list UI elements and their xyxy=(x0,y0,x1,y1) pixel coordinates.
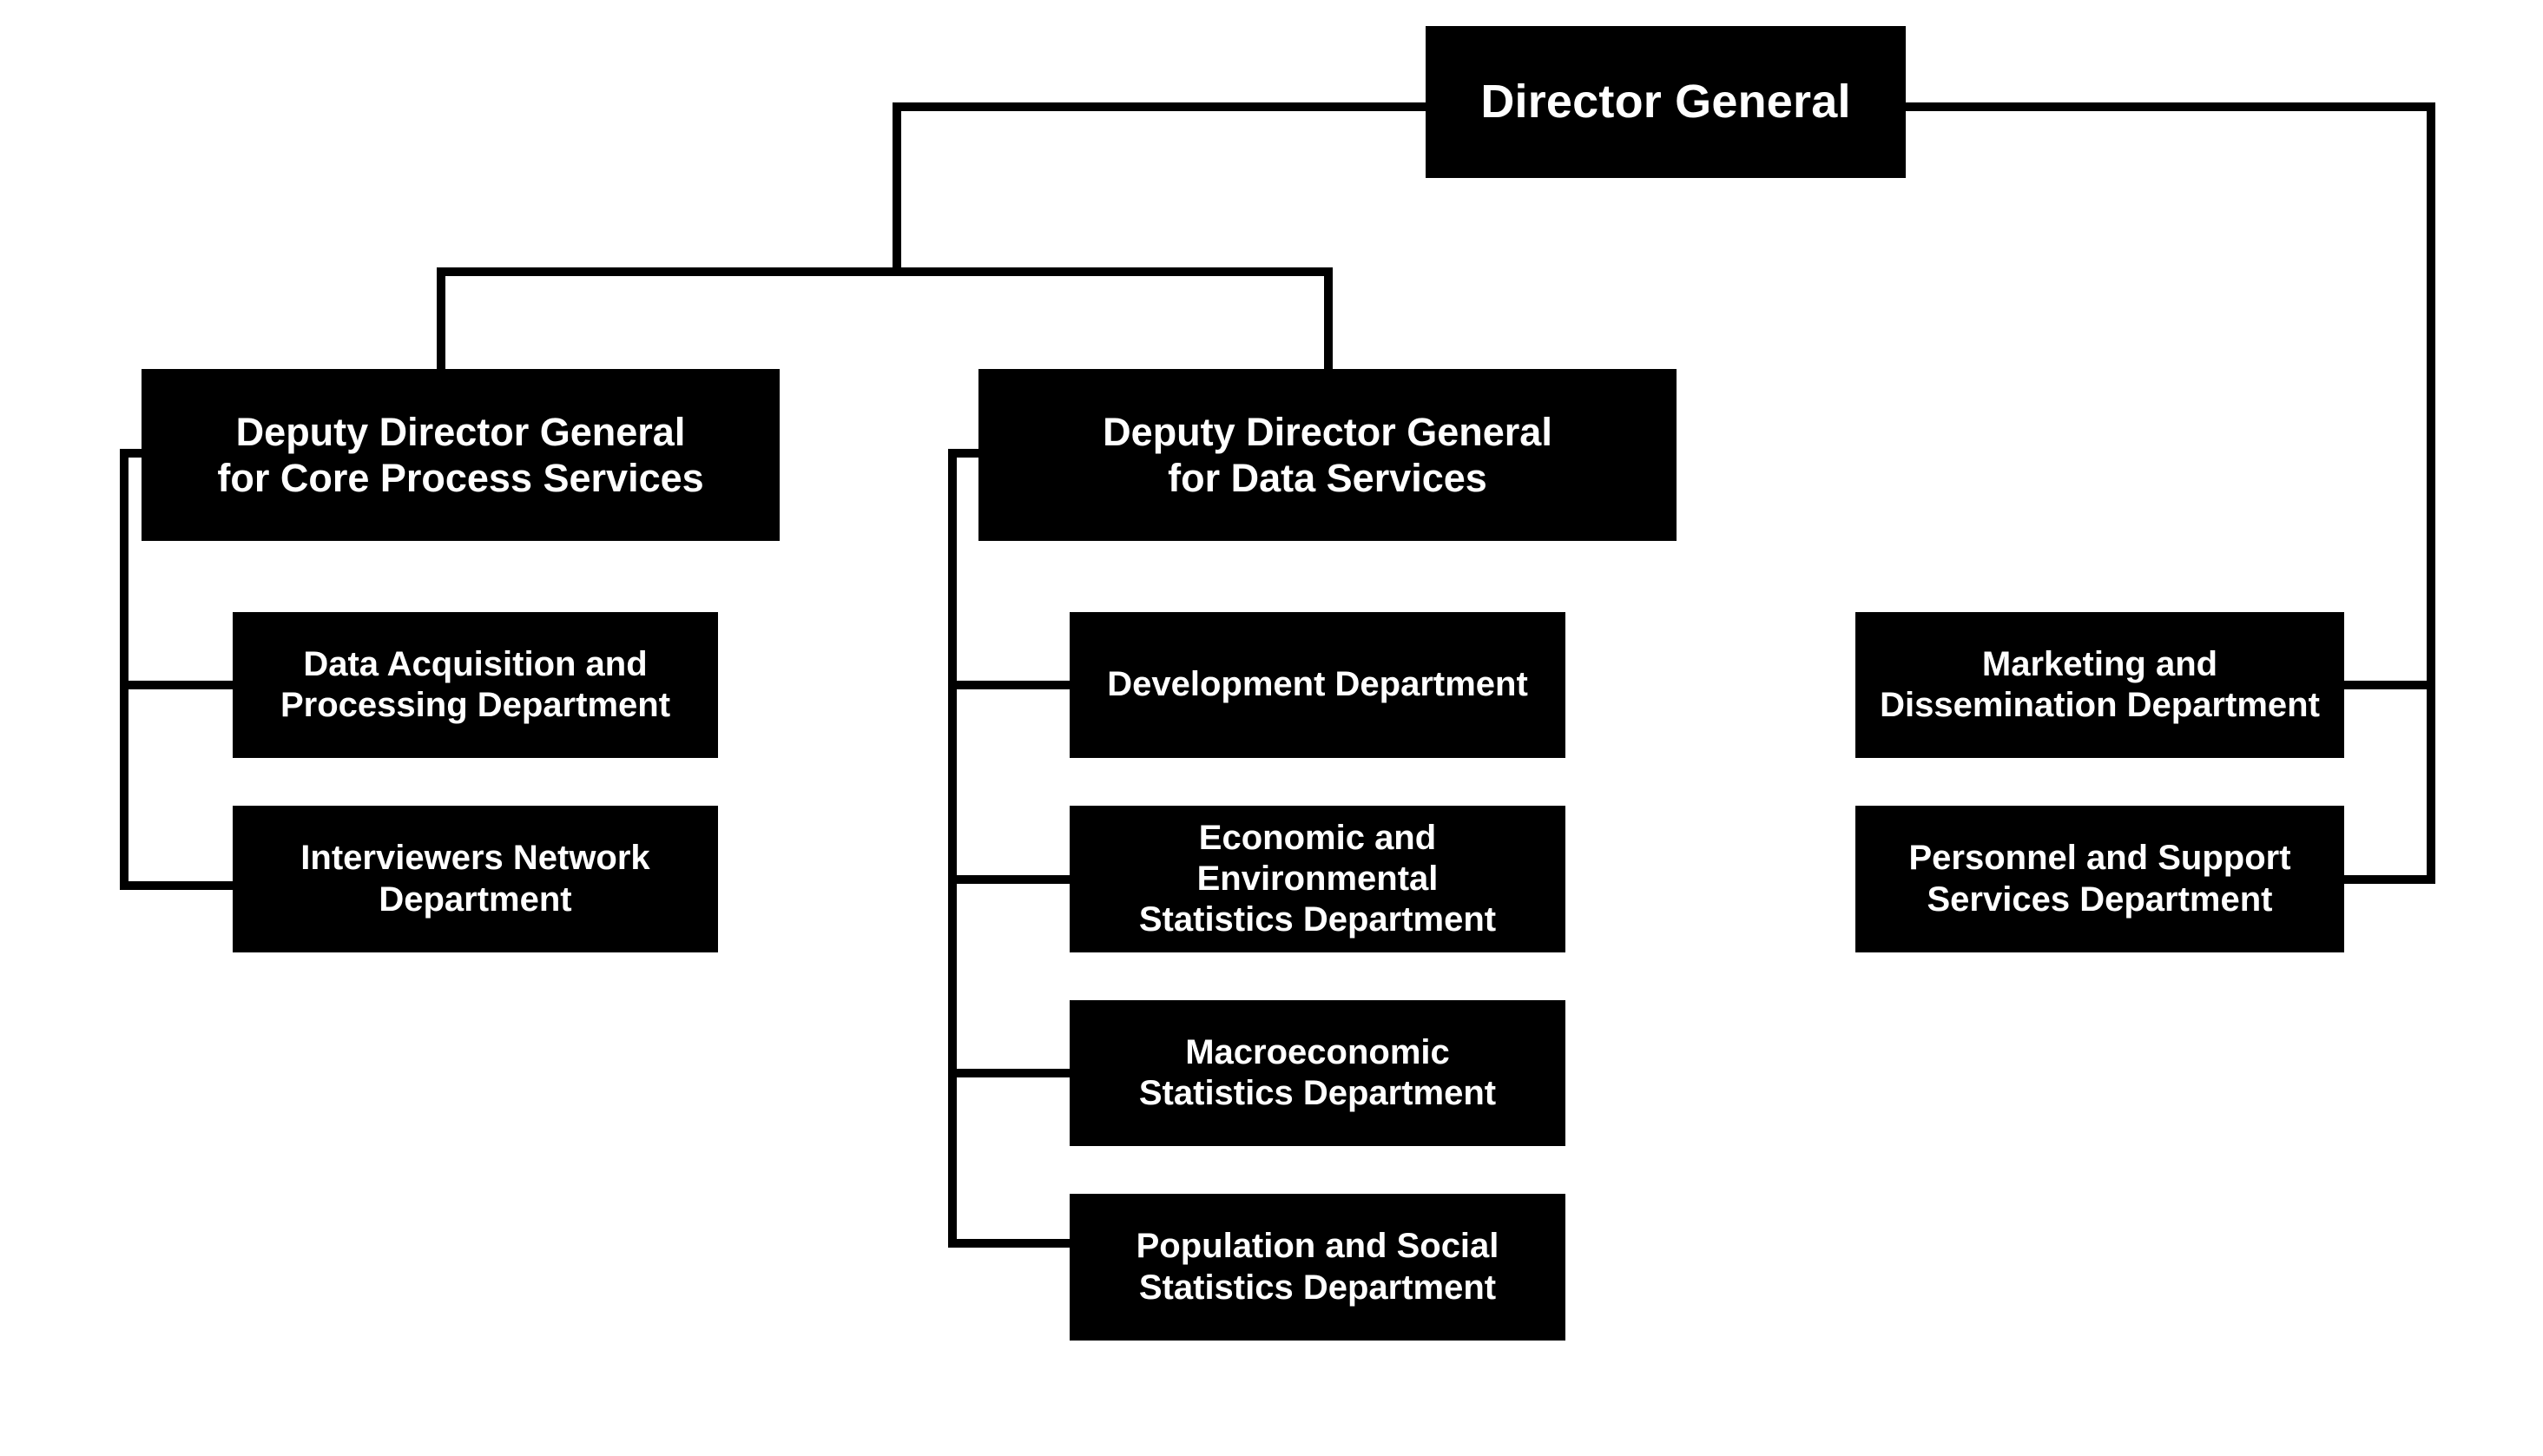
node-director-general[interactable]: Director General xyxy=(1426,26,1906,178)
connector-stub-data-acquisition xyxy=(120,681,237,689)
connector-stub-personnel-support xyxy=(2344,875,2435,884)
node-label-interviewers-network-department: Interviewers Network Department xyxy=(300,839,650,919)
connector-stub-ddg-core-process xyxy=(120,449,146,458)
node-label-development-department: Development Department xyxy=(1107,665,1528,704)
connector-stub-interviewers-network xyxy=(120,881,237,890)
node-economic-environmental-statistics-department[interactable]: Economic and Environmental Statistics De… xyxy=(1070,806,1565,952)
node-label-ddg-core-process-services: Deputy Director General for Core Process… xyxy=(217,409,704,500)
connector-stub-economic-environmental xyxy=(948,875,1074,884)
node-label-population-social-statistics-department: Population and Social Statistics Departm… xyxy=(1136,1227,1499,1307)
node-macroeconomic-statistics-department[interactable]: Macroeconomic Statistics Department xyxy=(1070,1000,1565,1146)
connector-stub-macroeconomic xyxy=(948,1069,1074,1077)
connector-stub-population-social xyxy=(948,1239,1074,1248)
node-label-personnel-support-services-department: Personnel and Support Services Departmen… xyxy=(1908,839,2291,919)
node-ddg-data-services[interactable]: Deputy Director General for Data Service… xyxy=(978,369,1677,541)
node-label-marketing-dissemination-department: Marketing and Dissemination Department xyxy=(1880,644,2320,724)
connector-root-right-horizontal xyxy=(1906,102,2435,111)
connector-root-left-vertical xyxy=(893,102,901,276)
node-interviewers-network-department[interactable]: Interviewers Network Department xyxy=(233,806,718,952)
node-label-macroeconomic-statistics-department: Macroeconomic Statistics Department xyxy=(1138,1032,1497,1112)
connector-stub-marketing-dissemination xyxy=(2344,681,2435,689)
connector-root-left-horizontal xyxy=(893,102,1427,111)
connector-drop-ddg-data-services xyxy=(1324,267,1333,373)
node-label-data-acquisition-processing-department: Data Acquisition and Processing Departme… xyxy=(280,644,671,724)
node-label-ddg-data-services: Deputy Director General for Data Service… xyxy=(1103,409,1552,500)
node-personnel-support-services-department[interactable]: Personnel and Support Services Departmen… xyxy=(1855,806,2344,952)
connector-drop-ddg-core-process xyxy=(437,267,445,373)
connector-data-services-spine xyxy=(948,449,957,1248)
connector-stub-ddg-data-services xyxy=(948,449,983,458)
connector-deputy-branch-bar xyxy=(437,267,1333,276)
connector-root-right-vertical xyxy=(2427,102,2435,884)
connector-stub-development xyxy=(948,681,1074,689)
node-data-acquisition-processing-department[interactable]: Data Acquisition and Processing Departme… xyxy=(233,612,718,758)
connector-core-process-spine xyxy=(120,449,128,890)
node-marketing-dissemination-department[interactable]: Marketing and Dissemination Department xyxy=(1855,612,2344,758)
node-label-director-general: Director General xyxy=(1480,75,1851,128)
node-development-department[interactable]: Development Department xyxy=(1070,612,1565,758)
node-ddg-core-process-services[interactable]: Deputy Director General for Core Process… xyxy=(142,369,780,541)
node-population-social-statistics-department[interactable]: Population and Social Statistics Departm… xyxy=(1070,1194,1565,1341)
node-label-economic-environmental-statistics-department: Economic and Environmental Statistics De… xyxy=(1138,818,1497,939)
